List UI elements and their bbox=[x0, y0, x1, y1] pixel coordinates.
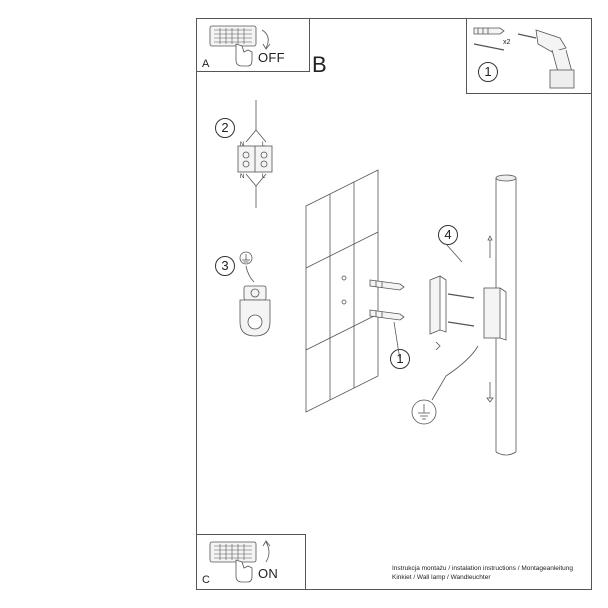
ground-icon bbox=[239, 251, 271, 337]
instruction-sheet bbox=[196, 18, 592, 590]
terminal-l-top: L bbox=[262, 142, 266, 148]
drill-icon bbox=[517, 29, 575, 89]
step-1-badge: 1 bbox=[478, 62, 498, 82]
dowel-icon bbox=[473, 27, 505, 51]
panel-c-state: ON bbox=[258, 566, 279, 581]
terminal-n-bottom: N bbox=[240, 174, 245, 180]
mounting-bracket bbox=[429, 243, 463, 335]
panel-a-state: OFF bbox=[258, 50, 285, 65]
screw-icon bbox=[447, 235, 494, 403]
step-3-badge: 3 bbox=[215, 256, 235, 276]
wall-dowels bbox=[369, 279, 405, 361]
panel-c bbox=[196, 534, 306, 590]
ground-wire bbox=[411, 341, 479, 425]
panel-a-letter: A bbox=[202, 58, 210, 70]
caption: Instrukcja montażu / instalation instruc… bbox=[392, 564, 573, 582]
panel-c-letter: C bbox=[202, 574, 210, 586]
caption-line-2: Kinkiet / Wall lamp / Wandleuchter bbox=[392, 574, 491, 581]
terminal-n-top: N bbox=[240, 142, 245, 148]
lamp-tube bbox=[483, 174, 517, 456]
switch-box-on-icon bbox=[209, 540, 271, 583]
panel-a bbox=[196, 18, 310, 72]
panel-tools bbox=[466, 18, 592, 94]
caption-line-1: Instrukcja montażu / instalation instruc… bbox=[392, 565, 574, 572]
terminal-block-icon bbox=[237, 100, 273, 208]
panel-b-letter: B bbox=[312, 52, 327, 77]
step-2-badge: 2 bbox=[215, 118, 235, 138]
wall-tiles bbox=[305, 169, 379, 413]
switch-box-icon bbox=[209, 25, 257, 47]
arrow-icon bbox=[261, 29, 271, 50]
dowel-count: x2 bbox=[503, 39, 511, 46]
step-4-badge: 4 bbox=[438, 225, 458, 245]
hand-icon bbox=[235, 43, 253, 67]
wall-holes bbox=[341, 275, 347, 305]
